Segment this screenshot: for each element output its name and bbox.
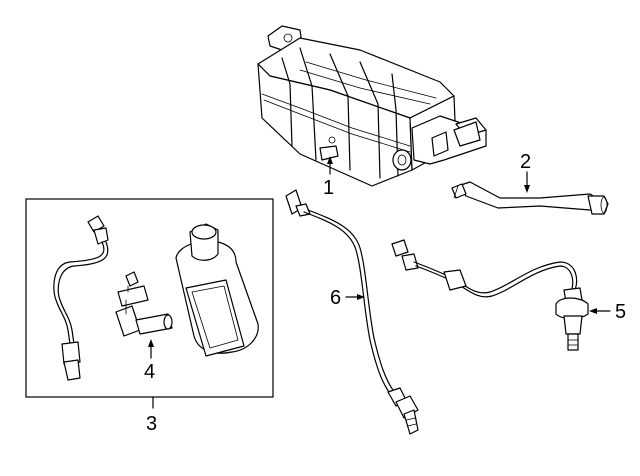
callout-arrow-4	[148, 339, 154, 359]
callout-6: 6	[330, 287, 341, 309]
front-oxygen-sensor[interactable]	[285, 189, 419, 435]
callout-arrow-5	[589, 308, 611, 314]
callout-arrow-1	[327, 156, 333, 175]
callout-arrow-2	[524, 171, 530, 193]
rear-oxygen-sensor[interactable]	[391, 239, 589, 351]
purge-valve-kit[interactable]	[25, 198, 274, 398]
callout-3: 3	[146, 413, 157, 435]
callout-arrow-6	[345, 294, 365, 300]
callout-1: 1	[323, 177, 334, 199]
purge-valve[interactable]	[115, 271, 173, 337]
callout-5: 5	[615, 301, 626, 323]
callout-4: 4	[144, 361, 155, 383]
charcoal-canister[interactable]	[257, 25, 487, 187]
vent-hose[interactable]	[451, 181, 609, 215]
callout-2: 2	[520, 151, 531, 173]
